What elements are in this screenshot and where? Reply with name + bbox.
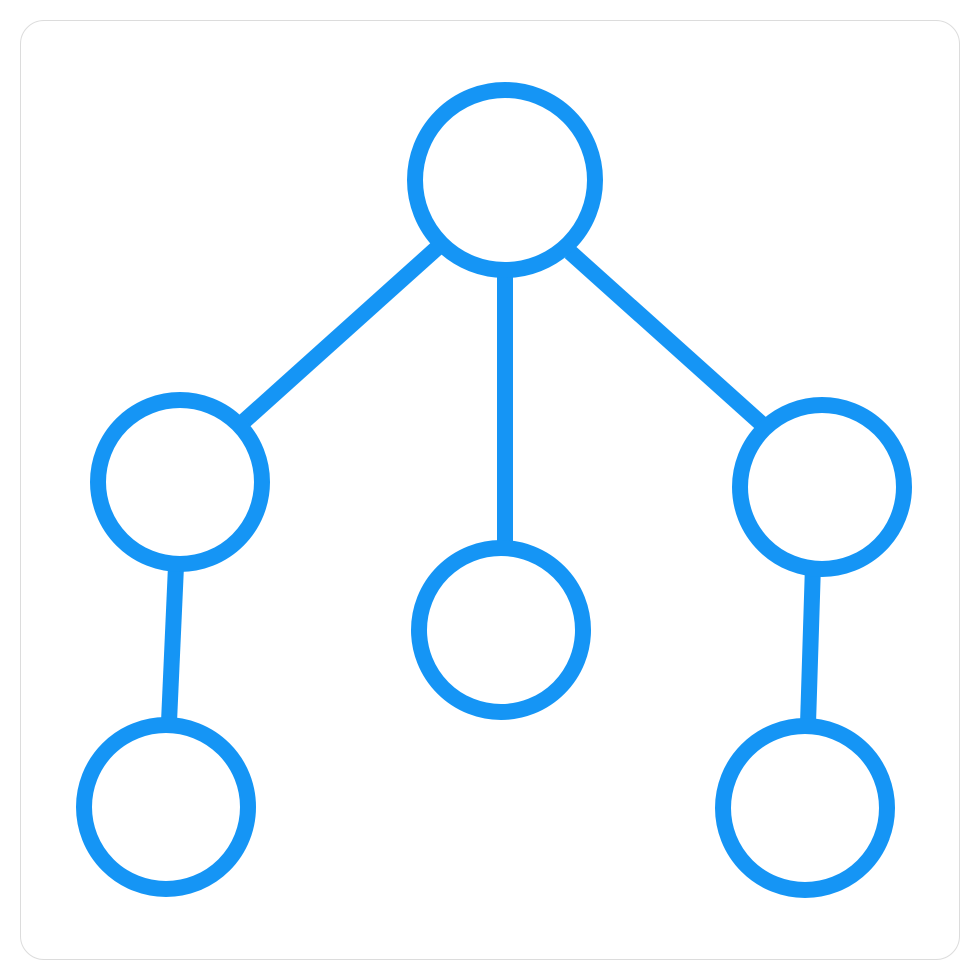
node-left (90, 392, 270, 572)
node-center (411, 540, 591, 720)
node-bottom-left (76, 717, 256, 897)
edge-right-to-bottom-right (800, 564, 821, 725)
edge-root-to-right (564, 246, 770, 432)
edge-left-to-bottom-left (161, 565, 184, 723)
edge-root-to-left (235, 242, 443, 430)
node-bottom-right (715, 718, 895, 898)
node-right (732, 397, 912, 577)
node-root (407, 82, 603, 278)
